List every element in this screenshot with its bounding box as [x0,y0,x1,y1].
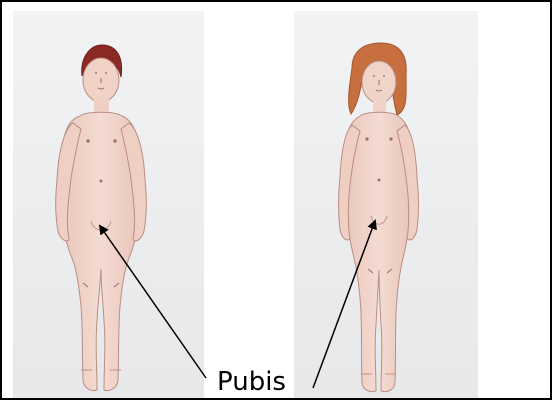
pubis-label: Pubis [217,367,286,397]
male-neck [94,98,109,113]
male-figure-panel [13,11,204,398]
female-neck [373,98,386,112]
female-figure-panel [294,11,478,398]
